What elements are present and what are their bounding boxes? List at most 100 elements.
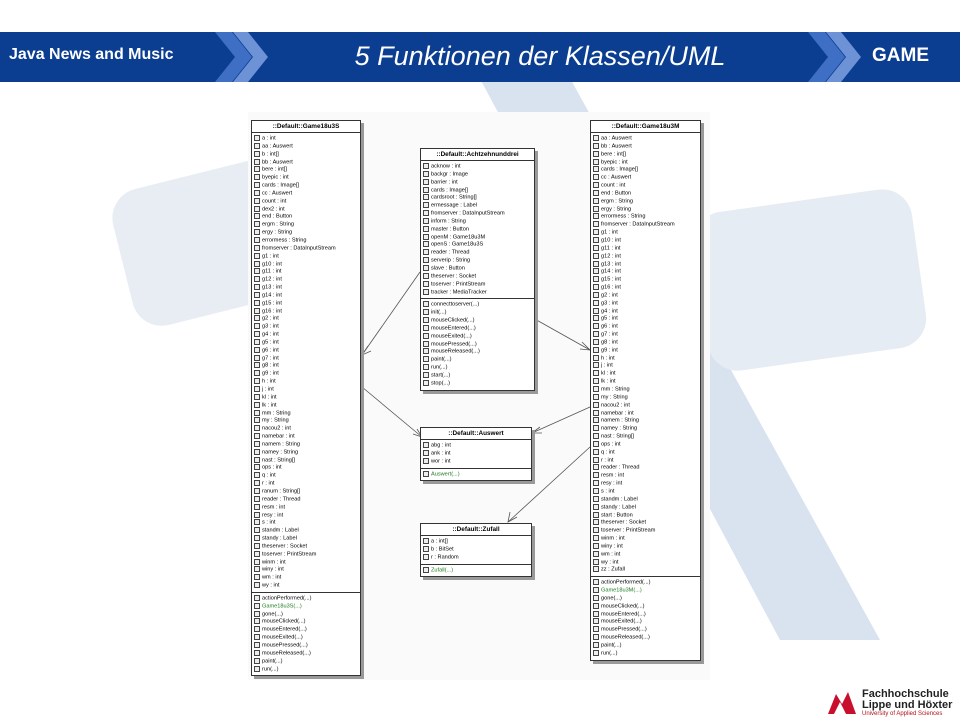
attribute-row[interactable]: byepic : int: [254, 174, 360, 182]
attribute-row[interactable]: mm : String: [254, 409, 360, 418]
attribute-row[interactable]: bb : Auswert: [254, 158, 360, 167]
attribute-row[interactable]: standm : Label: [593, 495, 700, 504]
attribute-row[interactable]: standy : Label: [254, 535, 360, 543]
attribute-row[interactable]: b : BitSet: [423, 545, 531, 554]
attribute-row[interactable]: mm : String: [593, 386, 700, 394]
attribute-row[interactable]: g7 : int: [593, 331, 700, 339]
attribute-row[interactable]: toserver : PrintStream: [254, 550, 360, 559]
attribute-row[interactable]: g6 : int: [593, 323, 700, 331]
attribute-row[interactable]: nacou2 : int: [254, 425, 360, 433]
attribute-row[interactable]: winm : int: [593, 535, 700, 543]
attribute-row[interactable]: wy : int: [254, 582, 360, 590]
attribute-row[interactable]: tracker : MediaTracker: [423, 288, 534, 297]
operation-row[interactable]: Game18u3S(...): [254, 602, 360, 611]
attribute-row[interactable]: aa : Auswert: [593, 135, 700, 143]
attribute-row[interactable]: g1 : int: [254, 252, 360, 261]
attribute-row[interactable]: a : int[]: [423, 538, 531, 546]
operation-row[interactable]: mouseExited(...): [593, 618, 700, 626]
attribute-row[interactable]: fromserver : DataInputStream: [423, 210, 534, 218]
operation-row[interactable]: mouseClicked(...): [593, 602, 700, 611]
operation-row[interactable]: Game18u3M(...): [593, 587, 700, 595]
attribute-row[interactable]: h : int: [254, 378, 360, 386]
attribute-row[interactable]: q : int: [593, 448, 700, 457]
attribute-row[interactable]: g15 : int: [254, 299, 360, 308]
attribute-row[interactable]: r : int: [593, 456, 700, 465]
attribute-row[interactable]: g10 : int: [593, 236, 700, 245]
attribute-row[interactable]: toserver : PrintStream: [593, 527, 700, 535]
attribute-row[interactable]: openM : Game18u3M: [423, 233, 534, 242]
attribute-row[interactable]: standy : Label: [593, 503, 700, 512]
attribute-row[interactable]: bere : int[]: [254, 166, 360, 174]
attribute-row[interactable]: zz : Zufall: [593, 566, 700, 574]
operation-row[interactable]: paint(...): [593, 642, 700, 650]
attribute-row[interactable]: g8 : int: [254, 362, 360, 370]
attribute-row[interactable]: bb : Auswert: [593, 142, 700, 151]
attribute-row[interactable]: g15 : int: [593, 276, 700, 284]
attribute-row[interactable]: ermessage : Label: [423, 202, 534, 210]
attribute-row[interactable]: r : Random: [423, 553, 531, 562]
operation-row[interactable]: mousePressed(...): [593, 626, 700, 634]
attribute-row[interactable]: toserver : PrintStream: [423, 280, 534, 289]
attribute-row[interactable]: cc : Auswert: [254, 189, 360, 198]
attribute-row[interactable]: byepic : int: [593, 158, 700, 167]
attribute-row[interactable]: wor : int: [423, 457, 531, 466]
attribute-row[interactable]: g13 : int: [593, 260, 700, 269]
attribute-row[interactable]: g12 : int: [254, 276, 360, 284]
attribute-row[interactable]: end : Button: [593, 189, 700, 198]
attribute-row[interactable]: aa : Auswert: [254, 142, 360, 151]
operation-row[interactable]: mouseEntered(...): [254, 626, 360, 634]
operation-row[interactable]: mouseEntered(...): [423, 324, 534, 333]
attribute-row[interactable]: cardsroot : String[]: [423, 194, 534, 202]
attribute-row[interactable]: g11 : int: [593, 244, 700, 253]
attribute-row[interactable]: acknow : int: [423, 163, 534, 171]
operation-row[interactable]: mouseClicked(...): [254, 618, 360, 626]
attribute-row[interactable]: g16 : int: [593, 284, 700, 292]
attribute-row[interactable]: ops : int: [593, 440, 700, 449]
attribute-row[interactable]: master : Button: [423, 225, 534, 234]
attribute-row[interactable]: fromserver : DataInputStream: [254, 244, 360, 253]
attribute-row[interactable]: ank : int: [423, 449, 531, 458]
attribute-row[interactable]: g5 : int: [593, 315, 700, 323]
operation-row[interactable]: mouseClicked(...): [423, 317, 534, 325]
attribute-row[interactable]: nacou2 : int: [593, 401, 700, 410]
attribute-row[interactable]: wm : int: [593, 550, 700, 559]
operation-row[interactable]: mousePressed(...): [423, 340, 534, 349]
attribute-row[interactable]: ergy : String: [593, 205, 700, 214]
attribute-row[interactable]: resy : int: [254, 511, 360, 520]
attribute-row[interactable]: winm : int: [254, 558, 360, 567]
attribute-row[interactable]: abg : int: [423, 442, 531, 450]
attribute-row[interactable]: ergm : String: [254, 221, 360, 229]
attribute-row[interactable]: wy : int: [593, 558, 700, 567]
operation-row[interactable]: mouseEntered(...): [593, 610, 700, 619]
operation-row[interactable]: run(...): [423, 364, 534, 372]
attribute-row[interactable]: standm : Label: [254, 527, 360, 535]
attribute-row[interactable]: resm : int: [254, 503, 360, 512]
attribute-row[interactable]: slave : Button: [423, 264, 534, 273]
attribute-row[interactable]: bere : int[]: [593, 150, 700, 159]
attribute-row[interactable]: g4 : int: [593, 307, 700, 316]
attribute-row[interactable]: errormess : String: [593, 213, 700, 221]
attribute-row[interactable]: namebar : int: [593, 409, 700, 418]
attribute-row[interactable]: h : int: [593, 354, 700, 363]
operation-row[interactable]: Zufall(...): [423, 566, 531, 575]
attribute-row[interactable]: g6 : int: [254, 346, 360, 355]
attribute-row[interactable]: theserver : Socket: [593, 519, 700, 527]
operation-row[interactable]: mousePressed(...): [254, 642, 360, 650]
operation-row[interactable]: init(...): [423, 309, 534, 317]
operation-row[interactable]: paint(...): [423, 356, 534, 364]
attribute-row[interactable]: kl : int: [593, 370, 700, 378]
attribute-row[interactable]: count : int: [593, 182, 700, 190]
attribute-row[interactable]: g2 : int: [254, 315, 360, 323]
operation-row[interactable]: connecttoserver(...): [423, 301, 534, 309]
attribute-row[interactable]: errormess : String: [254, 236, 360, 245]
attribute-row[interactable]: g3 : int: [254, 323, 360, 331]
attribute-row[interactable]: g2 : int: [593, 291, 700, 300]
attribute-row[interactable]: winy : int: [254, 566, 360, 574]
attribute-row[interactable]: kl : int: [254, 393, 360, 402]
operation-row[interactable]: paint(...): [254, 657, 360, 666]
attribute-row[interactable]: namebar : int: [254, 433, 360, 441]
attribute-row[interactable]: g1 : int: [593, 229, 700, 237]
